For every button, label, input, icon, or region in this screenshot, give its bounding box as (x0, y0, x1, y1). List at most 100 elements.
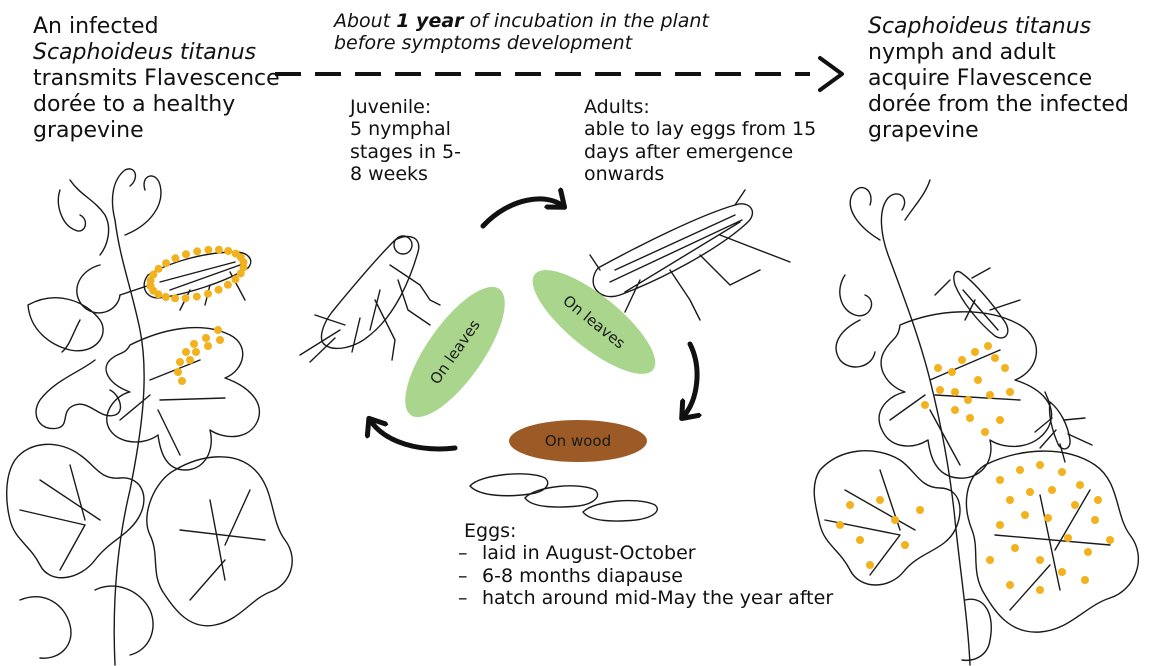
phytoplasma-dot (204, 246, 212, 254)
label-on-wood: On wood (545, 432, 611, 450)
phytoplasma-dot (214, 326, 222, 334)
phytoplasma-dot (856, 536, 864, 544)
phytoplasma-dot (178, 377, 186, 385)
incubation-prefix: About (334, 10, 396, 32)
phytoplasma-dot (1094, 496, 1102, 504)
right-caption-line5: grapevine (868, 118, 1129, 144)
right-caption-species: Scaphoideus titanus (868, 14, 1129, 40)
phytoplasma-dot (916, 506, 924, 514)
phytoplasma-dot (231, 275, 239, 283)
arrow-adult-to-eggs (683, 344, 697, 417)
eggs-title: Eggs: (458, 520, 833, 542)
phytoplasma-dot (216, 336, 224, 344)
right-caption-line3: acquire Flavescence (868, 66, 1129, 92)
adults-line1: able to lay eggs from 15 (584, 118, 816, 140)
phytoplasma-dot (1081, 576, 1089, 584)
phytoplasma-dot (1084, 548, 1092, 556)
phytoplasma-dot (836, 521, 844, 529)
phytoplasma-dots-right-upper-leaf (921, 342, 1014, 436)
phytoplasma-dot (1016, 466, 1024, 474)
juvenile-line1: 5 nymphal (350, 118, 461, 140)
phytoplasma-dot (182, 348, 190, 356)
adults-title: Adults: (584, 96, 816, 118)
juvenile-caption: Juvenile: 5 nymphal stages in 5- 8 weeks (350, 96, 461, 186)
phytoplasma-dot (204, 342, 212, 350)
habitat-on-leaves-left: On leaves (388, 273, 522, 431)
phytoplasma-dot (1106, 536, 1114, 544)
phytoplasma-dot (215, 286, 223, 294)
phytoplasma-dot (155, 265, 163, 273)
phytoplasma-dot (876, 496, 884, 504)
right-caption: Scaphoideus titanus nymph and adult acqu… (868, 14, 1129, 144)
adults-line2: days after emergence (584, 141, 816, 163)
phytoplasma-dot (176, 358, 184, 366)
juvenile-line2: stages in 5- (350, 141, 461, 163)
incubation-caption: About 1 year of incubation in the plant … (334, 10, 709, 55)
phytoplasma-dots-right-lower-leaf (836, 461, 1114, 594)
phytoplasma-dots-left-insect (146, 246, 247, 303)
left-caption-line4: dorée to a healthy (33, 92, 280, 118)
phytoplasma-dot (182, 250, 190, 258)
phytoplasma-dot (1036, 556, 1044, 564)
phytoplasma-dot (202, 334, 210, 342)
phytoplasma-dot (951, 406, 959, 414)
incubation-line2: before symptoms development (334, 32, 709, 54)
phytoplasma-dots-left-leaf (174, 326, 224, 385)
phytoplasma-dot (192, 348, 200, 356)
adults-line3: onwards (584, 163, 816, 185)
phytoplasma-dot (936, 386, 944, 394)
phytoplasma-dot (162, 259, 170, 267)
left-caption-species: Scaphoideus titanus (33, 40, 280, 66)
phytoplasma-dot (1036, 586, 1044, 594)
arrow-eggs-to-nymph (370, 420, 455, 449)
phytoplasma-dot (986, 556, 994, 564)
right-grapevine-drawing (814, 180, 1138, 665)
adult-leafhopper-drawing (590, 190, 790, 320)
eggs-facts-list: laid in August-October 6-8 months diapau… (458, 542, 833, 609)
phytoplasma-dot (186, 356, 194, 364)
phytoplasma-dot (1006, 388, 1014, 396)
phytoplasma-dot (951, 388, 959, 396)
phytoplasma-dot (971, 348, 979, 356)
eggs-fact-item: laid in August-October (458, 542, 833, 564)
phytoplasma-dot (996, 416, 1004, 424)
phytoplasma-dot (1006, 496, 1014, 504)
phytoplasma-dot (1076, 481, 1084, 489)
phytoplasma-dot (866, 561, 874, 569)
incubation-duration: 1 year (396, 10, 463, 32)
incubation-arrow (275, 58, 842, 90)
phytoplasma-dot (171, 254, 179, 262)
left-caption-line5: grapevine (33, 118, 280, 144)
phytoplasma-dot (981, 428, 989, 436)
incubation-line1: About 1 year of incubation in the plant (334, 10, 709, 32)
phytoplasma-dot (996, 521, 1004, 529)
phytoplasma-dot (237, 253, 245, 261)
phytoplasma-dot (193, 247, 201, 255)
phytoplasma-dot (934, 364, 942, 372)
habitat-on-wood: On wood (509, 420, 647, 462)
phytoplasma-dot (948, 368, 956, 376)
phytoplasma-dot (224, 247, 232, 255)
nymph-drawing (300, 236, 440, 362)
phytoplasma-dot (991, 354, 999, 362)
phytoplasma-dot (984, 342, 992, 350)
left-caption: An infected Scaphoideus titanus transmit… (33, 14, 280, 144)
incubation-suffix: of incubation in the plant (464, 10, 709, 32)
phytoplasma-dot (162, 293, 170, 301)
phytoplasma-dot (1036, 461, 1044, 469)
phytoplasma-dot (182, 294, 190, 302)
phytoplasma-dot (974, 376, 982, 384)
eggs-fact-item: 6-8 months diapause (458, 565, 833, 587)
phytoplasma-dot (1064, 534, 1072, 542)
phytoplasma-dot (958, 356, 966, 364)
phytoplasma-dot (846, 501, 854, 509)
phytoplasma-dot (1044, 514, 1052, 522)
eggs-caption: Eggs: laid in August-October 6-8 months … (458, 520, 833, 610)
phytoplasma-dot (174, 368, 182, 376)
phytoplasma-dot (996, 476, 1004, 484)
phytoplasma-dot (901, 541, 909, 549)
phytoplasma-dot (1006, 581, 1014, 589)
phytoplasma-dot (1058, 568, 1066, 576)
phytoplasma-dot (1021, 511, 1029, 519)
